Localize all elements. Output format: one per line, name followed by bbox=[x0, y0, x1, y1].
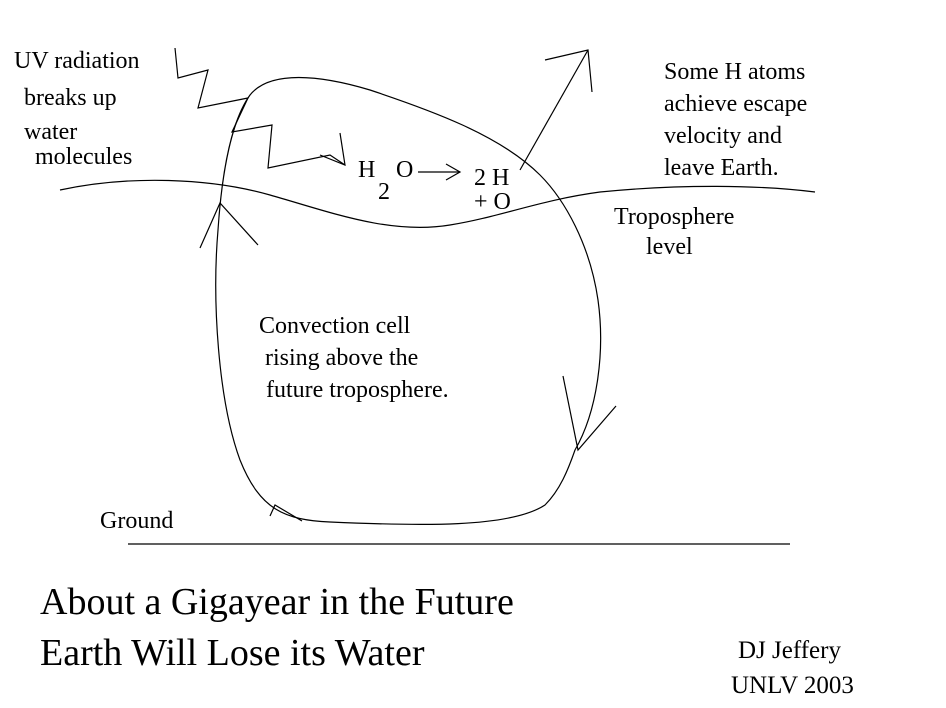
convection-label-line3: future troposphere. bbox=[266, 377, 449, 403]
title-line2: Earth Will Lose its Water bbox=[40, 632, 425, 674]
uv-arrowhead bbox=[319, 132, 346, 166]
title-line1: About a Gigayear in the Future bbox=[40, 581, 514, 623]
uv-label-line2: breaks up bbox=[24, 85, 117, 111]
convection-bottom-arrowhead bbox=[269, 504, 303, 522]
convection-up-arrowhead bbox=[199, 201, 259, 249]
escape-label-line1: Some H atoms bbox=[664, 59, 806, 85]
escape-label-line4: leave Earth. bbox=[664, 155, 779, 181]
reactant-subscript: 2 bbox=[378, 179, 390, 205]
reactant-h: H bbox=[358, 157, 376, 183]
ground-label: Ground bbox=[100, 508, 174, 534]
convection-label-line2: rising above the bbox=[265, 345, 419, 371]
uv-radiation-zigzag bbox=[174, 47, 346, 169]
escape-label-line2: achieve escape bbox=[664, 91, 808, 117]
uv-label-line3: water bbox=[24, 119, 78, 145]
convection-label-line1: Convection cell bbox=[259, 313, 411, 339]
product-o: + O bbox=[474, 189, 511, 215]
escape-label-line3: velocity and bbox=[664, 123, 782, 149]
uv-label-line1: UV radiation bbox=[14, 48, 140, 74]
convection-cell-loop bbox=[215, 76, 602, 526]
credit-affiliation: UNLV 2003 bbox=[731, 672, 854, 699]
troposphere-line bbox=[59, 179, 816, 228]
convection-down-arrowhead bbox=[562, 375, 617, 452]
escape-arrow-shaft bbox=[519, 49, 589, 171]
reaction-arrowhead bbox=[445, 163, 462, 181]
credit-author: DJ Jeffery bbox=[738, 637, 841, 664]
reactant-o: O bbox=[396, 157, 414, 183]
product-h: 2 H bbox=[474, 165, 510, 191]
escape-arrowhead bbox=[544, 49, 593, 93]
troposphere-label-line2: level bbox=[646, 234, 693, 260]
troposphere-label-line1: Troposphere bbox=[614, 204, 735, 230]
uv-label-line4: molecules bbox=[35, 144, 133, 170]
